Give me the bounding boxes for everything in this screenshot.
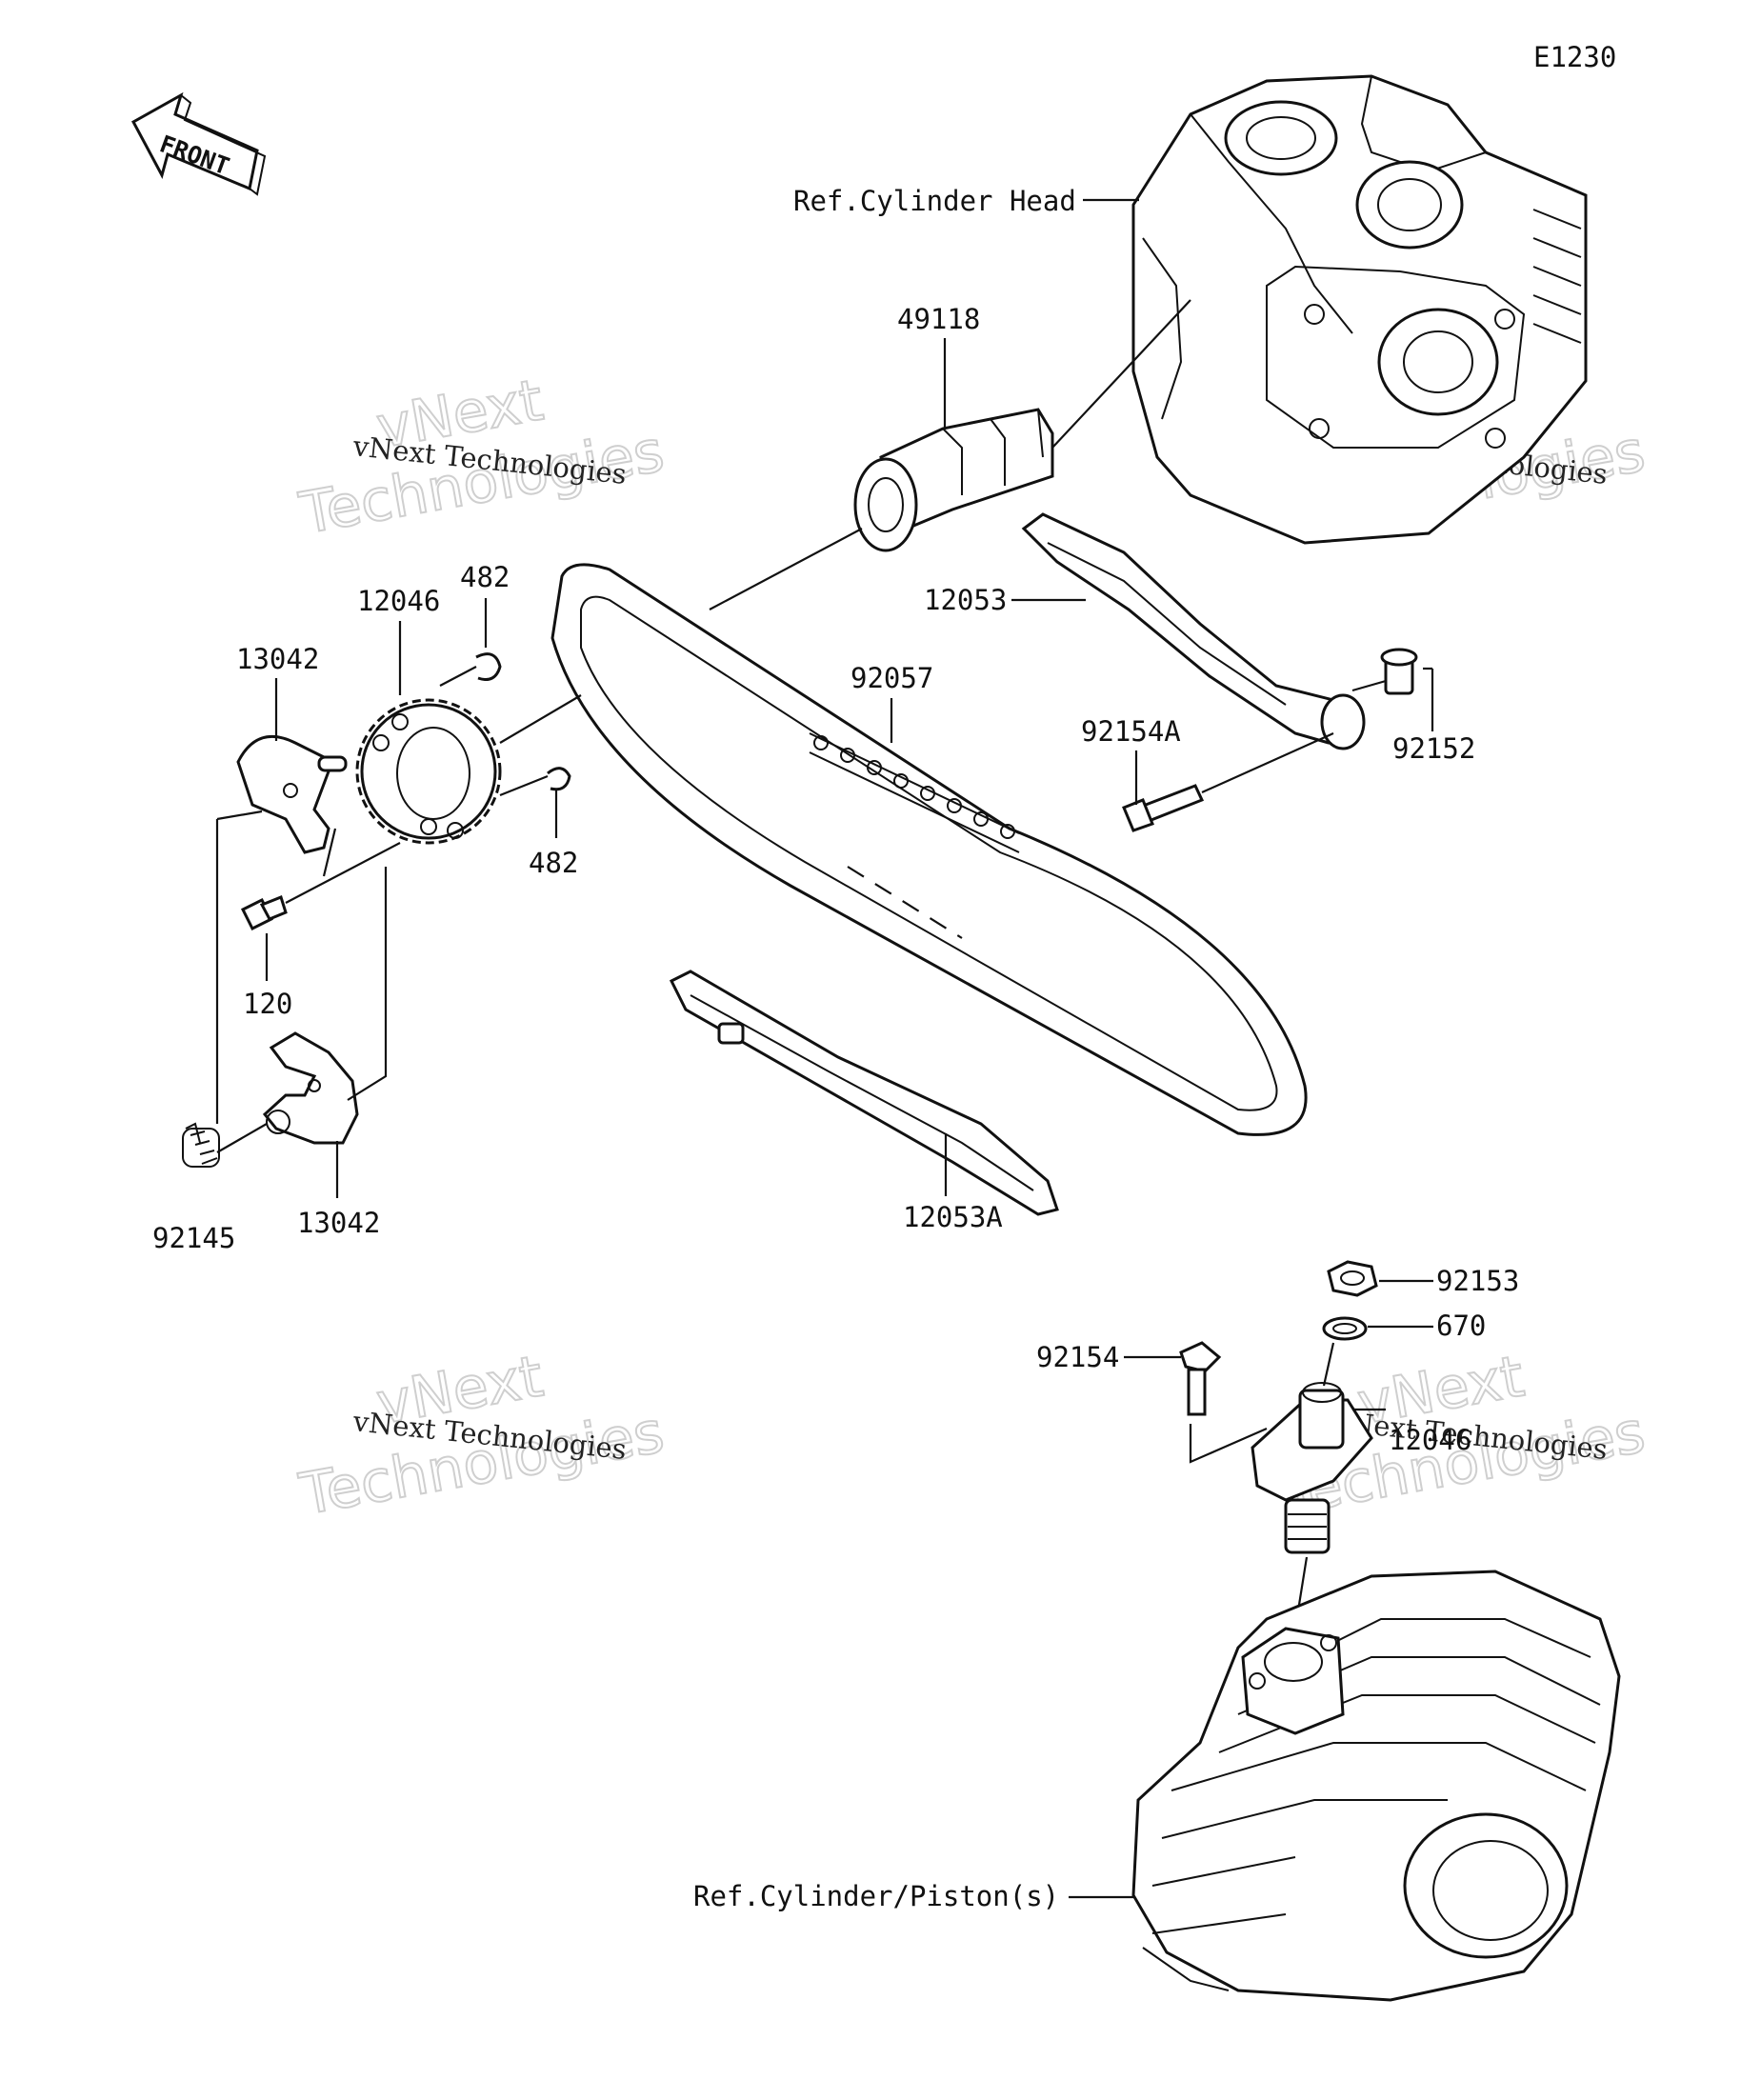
sprocket bbox=[355, 694, 582, 845]
label-weight-bottom: 13042 bbox=[297, 1207, 380, 1239]
circlip-top bbox=[439, 652, 502, 687]
ref-cylinder-piston-callout: Ref.Cylinder/Piston(s) bbox=[693, 1880, 1135, 1912]
weight-top bbox=[236, 734, 348, 854]
label-bolt-guide: 92154A bbox=[1081, 715, 1181, 748]
cylinder-head bbox=[1131, 74, 1588, 545]
nut bbox=[1327, 1260, 1378, 1297]
label-spring: 92145 bbox=[152, 1222, 235, 1254]
label-cam-chain: 92057 bbox=[850, 662, 933, 694]
label-nut: 92153 bbox=[1436, 1265, 1519, 1297]
label-collar: 92152 bbox=[1392, 732, 1475, 765]
ref-cylinder-head-label: Ref.Cylinder Head bbox=[793, 185, 1076, 217]
diagram-code: E1230 bbox=[1533, 41, 1616, 73]
label-washer: 670 bbox=[1436, 1310, 1486, 1342]
chain-guide-lower bbox=[669, 970, 1059, 1216]
label-bolt-sprocket: 120 bbox=[243, 988, 292, 1020]
watermark-bottom-left: vNext Technologies vNext Technologies bbox=[293, 1342, 670, 1530]
chain-links bbox=[809, 732, 1020, 853]
front-arrow-icon: FRONT bbox=[130, 91, 267, 196]
weight-bottom bbox=[262, 1031, 359, 1145]
collar bbox=[1351, 648, 1418, 695]
bolt-guide bbox=[1122, 731, 1334, 832]
camshaft bbox=[709, 299, 1191, 610]
label-weight-top: 13042 bbox=[236, 643, 319, 675]
label-sprocket: 12046 bbox=[357, 585, 440, 617]
cam-chain bbox=[550, 563, 1308, 1136]
label-camshaft: 49118 bbox=[897, 303, 980, 335]
tensioner bbox=[1251, 1342, 1373, 1630]
label-bolt-tensioner: 92154 bbox=[1036, 1341, 1119, 1373]
ref-cylinder-piston-label: Ref.Cylinder/Piston(s) bbox=[693, 1880, 1059, 1912]
bolt-tensioner bbox=[1179, 1341, 1268, 1464]
bolt-sprocket bbox=[240, 842, 401, 931]
circlip-bottom bbox=[499, 767, 571, 797]
spring bbox=[182, 1122, 268, 1168]
label-circlip-top: 482 bbox=[460, 561, 510, 593]
chain-guide bbox=[1021, 512, 1366, 750]
label-chain-guide-lower: 12053A bbox=[903, 1201, 1003, 1233]
cylinder bbox=[1131, 1570, 1621, 2002]
label-circlip-bottom: 482 bbox=[529, 847, 578, 879]
label-chain-guide: 12053 bbox=[924, 584, 1007, 616]
watermark-top-left: vNext Technologies vNext Technologies bbox=[293, 366, 670, 549]
label-tensioner: 12046 bbox=[1389, 1424, 1471, 1456]
washer bbox=[1322, 1316, 1368, 1341]
ref-cylinder-head-callout: Ref.Cylinder Head bbox=[793, 185, 1139, 217]
